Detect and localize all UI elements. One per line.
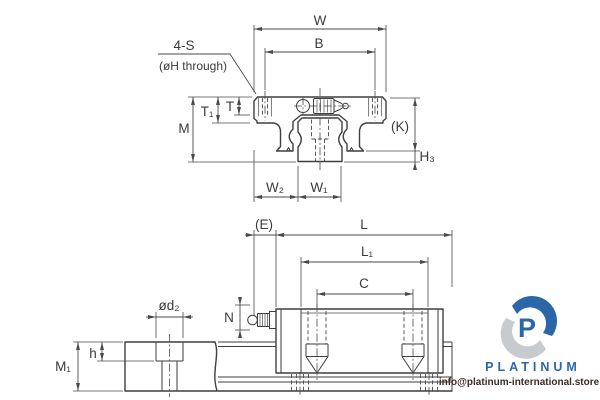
brand-text: PLATINUM: [485, 360, 581, 374]
dimension-M: M: [178, 96, 296, 163]
bolt-count-label: 4-S: [173, 38, 194, 53]
logo-swoosh-blue: [512, 296, 557, 336]
front-view-drawing: W B 4-S (øH through) T T₁: [158, 13, 435, 202]
dimension-C: C: [316, 276, 414, 308]
rail-front-profile: [297, 117, 343, 163]
logo-swoosh-gray: [500, 318, 546, 359]
dim-label-w2: W₂: [266, 180, 284, 195]
email-text: info@platinum-international.store: [439, 377, 600, 388]
grease-nipple-side: [247, 311, 277, 329]
countersunk-hole-right: [401, 304, 425, 380]
countersunk-hole-left: [305, 304, 329, 380]
dim-label-w: W: [314, 13, 327, 28]
dimension-H3: H₃: [344, 142, 435, 171]
dimension-L: L: [275, 217, 453, 307]
dim-label-c: C: [359, 276, 369, 291]
bolt-note-label: (øH through): [159, 59, 227, 73]
corner-bolt-hole-right: [368, 91, 382, 121]
dim-label-m1: M₁: [55, 359, 71, 374]
dimension-T: T: [188, 96, 252, 116]
dim-label-k: (K): [391, 119, 409, 134]
dim-label-l: L: [360, 217, 368, 232]
dimension-K: (K): [366, 97, 420, 152]
leader-line: [158, 53, 257, 95]
logo-letter: P: [518, 313, 536, 343]
dimension-E: (E): [245, 217, 285, 315]
dimension-N: N: [224, 296, 250, 339]
dim-label-w1: W₁: [310, 180, 328, 195]
dim-label-l1: L₁: [361, 244, 374, 259]
dimension-B: B: [264, 36, 376, 90]
rail-side-view: [217, 341, 453, 392]
dim-label-n: N: [224, 310, 234, 325]
dimension-M1: M₁: [55, 341, 123, 392]
dim-label-t1: T₁: [201, 104, 214, 119]
dim-label-e: (E): [255, 217, 273, 232]
dim-label-h: h: [89, 346, 97, 361]
rail-bolt-hole-hidden-left: [291, 372, 309, 396]
rail-bolt-hole-hidden-right: [420, 372, 438, 396]
rail-section-side: [124, 334, 218, 397]
carriage-block-front: [253, 96, 387, 152]
carriage-block-side: [275, 308, 444, 374]
dim-label-d2: ød₂: [159, 298, 180, 313]
grease-nipple-front: [294, 97, 351, 115]
dimension-T1: T₁: [201, 96, 250, 124]
dim-label-h3: H₃: [420, 149, 435, 164]
dimension-W: W: [253, 13, 387, 92]
dim-label-b: B: [314, 36, 323, 51]
dimension-W2-W1: W₂ W₁: [253, 150, 342, 202]
dimension-h: h: [89, 341, 154, 362]
side-view-drawing: (E) L L₁ C N: [55, 217, 453, 397]
seal-lip-left: [286, 147, 291, 152]
dim-label-t: T: [226, 99, 234, 114]
dimension-d2: ød₂: [146, 298, 193, 338]
dimension-L1: L₁: [300, 244, 429, 307]
seal-lip-right: [349, 147, 354, 152]
platinum-logo: P PLATINUM info@platinum-international.s…: [439, 296, 600, 388]
dim-label-m: M: [178, 121, 189, 136]
corner-bolt-hole-left: [258, 91, 272, 121]
callout-4s: 4-S (øH through): [158, 38, 257, 95]
